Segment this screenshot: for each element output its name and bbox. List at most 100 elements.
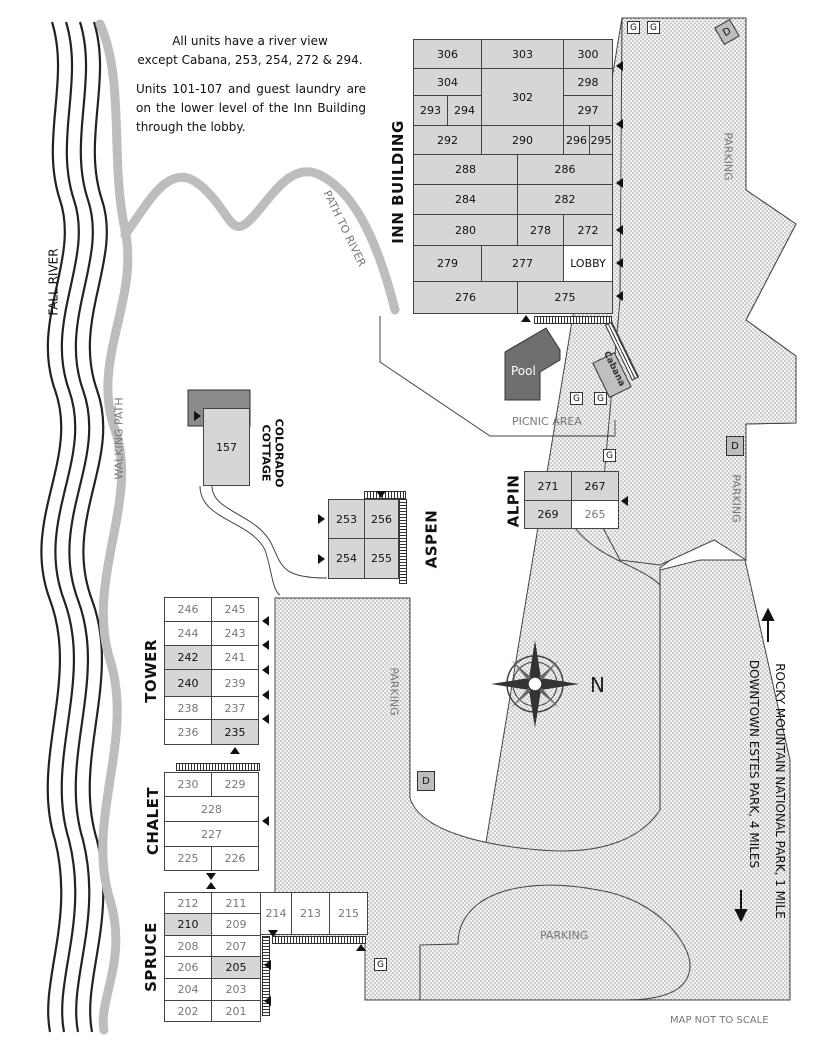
unit-298[interactable]: 298: [563, 68, 613, 96]
unit-209[interactable]: 209: [211, 913, 261, 936]
unit-277[interactable]: 277: [481, 245, 564, 282]
unit-293[interactable]: 293: [413, 95, 448, 126]
unit-243[interactable]: 243: [211, 621, 259, 646]
unit-280[interactable]: 280: [413, 214, 518, 246]
unit-239[interactable]: 239: [211, 669, 259, 697]
unit-202[interactable]: 202: [164, 1000, 212, 1022]
unit-230[interactable]: 230: [164, 772, 212, 797]
colorado-cottage-label: COLORADO COTTAGE: [259, 419, 285, 488]
unit-296[interactable]: 296: [563, 125, 590, 155]
unit-203[interactable]: 203: [211, 978, 261, 1001]
unit-212[interactable]: 212: [164, 892, 212, 914]
garbage-marker: G: [603, 449, 616, 462]
unit-303[interactable]: 303: [481, 39, 564, 69]
river-view-note: All units have a river view except Caban…: [130, 32, 370, 70]
unit-286[interactable]: 286: [517, 154, 613, 185]
unit-272[interactable]: 272: [563, 214, 613, 246]
inn-entrance-arrow: [616, 61, 623, 71]
unit-297[interactable]: 297: [563, 95, 613, 126]
unit-284[interactable]: 284: [413, 184, 518, 215]
unit-278[interactable]: 278: [517, 214, 564, 246]
unit-302[interactable]: 302: [481, 68, 564, 126]
unit-267[interactable]: 267: [571, 471, 619, 501]
spruce-walkway-side: [262, 936, 270, 1016]
unit-226[interactable]: 226: [211, 846, 259, 871]
unit-208[interactable]: 208: [164, 935, 212, 957]
chalet-label: CHALET: [144, 786, 163, 856]
dumpster-marker: D: [726, 436, 744, 456]
unit-282[interactable]: 282: [517, 184, 613, 215]
river-view-line2: except Cabana, 253, 254, 272 & 294.: [137, 53, 363, 67]
unit-255[interactable]: 255: [364, 538, 399, 579]
unit-279[interactable]: 279: [413, 245, 482, 282]
unit-246[interactable]: 246: [164, 597, 212, 622]
unit-265[interactable]: 265: [571, 500, 619, 529]
unit-228[interactable]: 228: [164, 796, 259, 822]
compass-rose: [491, 640, 579, 728]
directions-estes: DOWNTOWN ESTES PARK, 4 MILES: [747, 659, 762, 869]
unit-271[interactable]: 271: [524, 471, 572, 501]
unit-288[interactable]: 288: [413, 154, 518, 185]
unit-236[interactable]: 236: [164, 719, 212, 745]
lobby[interactable]: LOBBY: [563, 245, 613, 282]
walking-path: [95, 19, 400, 1035]
unit-215[interactable]: 215: [329, 892, 368, 935]
unit-227[interactable]: 227: [164, 821, 259, 847]
unit-292[interactable]: 292: [413, 125, 482, 155]
inn-entrance-arrow: [616, 225, 623, 235]
unit-304[interactable]: 304: [413, 68, 482, 96]
unit-300[interactable]: 300: [563, 39, 613, 69]
unit-294[interactable]: 294: [447, 95, 482, 126]
spruce-entrance-arrow: [264, 996, 271, 1006]
unit-240[interactable]: 240: [164, 669, 212, 697]
unit-241[interactable]: 241: [211, 645, 259, 670]
parking-label-top: PARKING: [721, 132, 735, 181]
unit-290[interactable]: 290: [481, 125, 564, 155]
unit-245[interactable]: 245: [211, 597, 259, 622]
alpin-entrance-arrow: [621, 496, 628, 506]
unit-276[interactable]: 276: [413, 281, 518, 314]
tower-entrance-arrow: [262, 665, 269, 675]
chalet-walkway: [176, 763, 260, 771]
river-view-line1: All units have a river view: [172, 34, 328, 48]
colorado-cottage-line2: COTTAGE: [259, 424, 273, 482]
unit-157[interactable]: 157: [203, 408, 250, 486]
aspen-entrance-arrow: [318, 554, 325, 564]
unit-253[interactable]: 253: [328, 499, 365, 539]
spruce-entrance-arrow: [264, 960, 271, 970]
dumpster-marker: D: [417, 771, 435, 791]
unit-211[interactable]: 211: [211, 892, 261, 914]
tower-entrance-arrow: [262, 690, 269, 700]
unit-269[interactable]: 269: [524, 500, 572, 529]
unit-242[interactable]: 242: [164, 645, 212, 670]
unit-237[interactable]: 237: [211, 696, 259, 720]
unit-238[interactable]: 238: [164, 696, 212, 720]
unit-206[interactable]: 206: [164, 956, 212, 979]
unit-254[interactable]: 254: [328, 538, 365, 579]
unit-213[interactable]: 213: [291, 892, 330, 935]
chalet-entrance-arrow: [206, 873, 216, 880]
garbage-marker: G: [647, 21, 660, 34]
unit-235[interactable]: 235: [211, 719, 259, 745]
unit-210[interactable]: 210: [164, 913, 212, 936]
inn-entrance-arrow: [616, 119, 623, 129]
unit-306[interactable]: 306: [413, 39, 482, 69]
chalet-entrance-arrow: [262, 816, 269, 826]
upper-parking: [599, 17, 797, 566]
unit-205[interactable]: 205: [211, 956, 261, 979]
alpin-label: ALPIN: [504, 474, 523, 528]
unit-295[interactable]: 295: [589, 125, 613, 155]
garbage-marker: G: [570, 392, 583, 405]
spruce-entrance-arrow: [356, 944, 366, 951]
unit-229[interactable]: 229: [211, 772, 259, 797]
unit-225[interactable]: 225: [164, 846, 212, 871]
unit-256[interactable]: 256: [364, 499, 399, 539]
unit-204[interactable]: 204: [164, 978, 212, 1001]
unit-275[interactable]: 275: [517, 281, 613, 314]
inn-building-label: INN BUILDING: [388, 120, 407, 244]
unit-201[interactable]: 201: [211, 1000, 261, 1022]
unit-244[interactable]: 244: [164, 621, 212, 646]
pool-shape: [504, 327, 561, 401]
unit-214[interactable]: 214: [260, 892, 292, 935]
unit-207[interactable]: 207: [211, 935, 261, 957]
